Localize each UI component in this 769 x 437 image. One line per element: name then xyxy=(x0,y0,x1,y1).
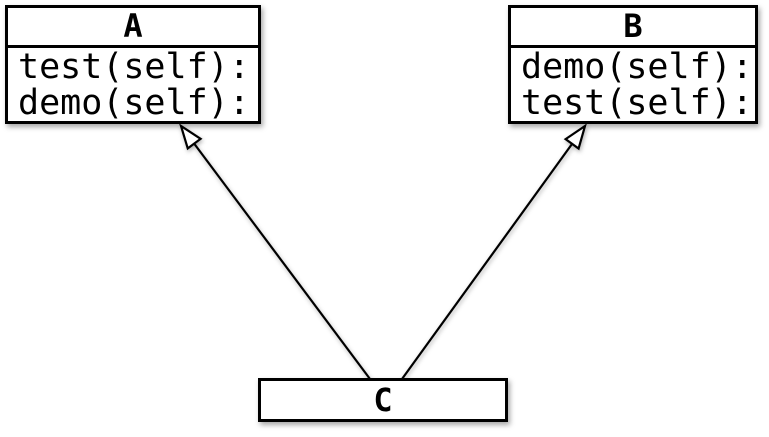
class-box-b: B demo(self): test(self): xyxy=(508,5,758,124)
class-box-a: A test(self): demo(self): xyxy=(5,5,261,124)
class-box-c-title: C xyxy=(373,381,393,419)
method-item: demo(self): xyxy=(18,83,250,123)
class-box-c: C xyxy=(258,378,508,422)
class-box-b-methods: demo(self): test(self): xyxy=(511,48,755,121)
class-box-a-title: A xyxy=(8,8,258,48)
inheritance-arrow-c-to-a xyxy=(179,123,371,380)
method-item: test(self): xyxy=(18,47,250,87)
class-box-b-title: B xyxy=(511,8,755,48)
inheritance-arrow-c-to-b xyxy=(401,123,587,380)
method-item: test(self): xyxy=(521,83,753,123)
class-box-a-methods: test(self): demo(self): xyxy=(8,48,258,121)
method-item: demo(self): xyxy=(521,47,753,87)
